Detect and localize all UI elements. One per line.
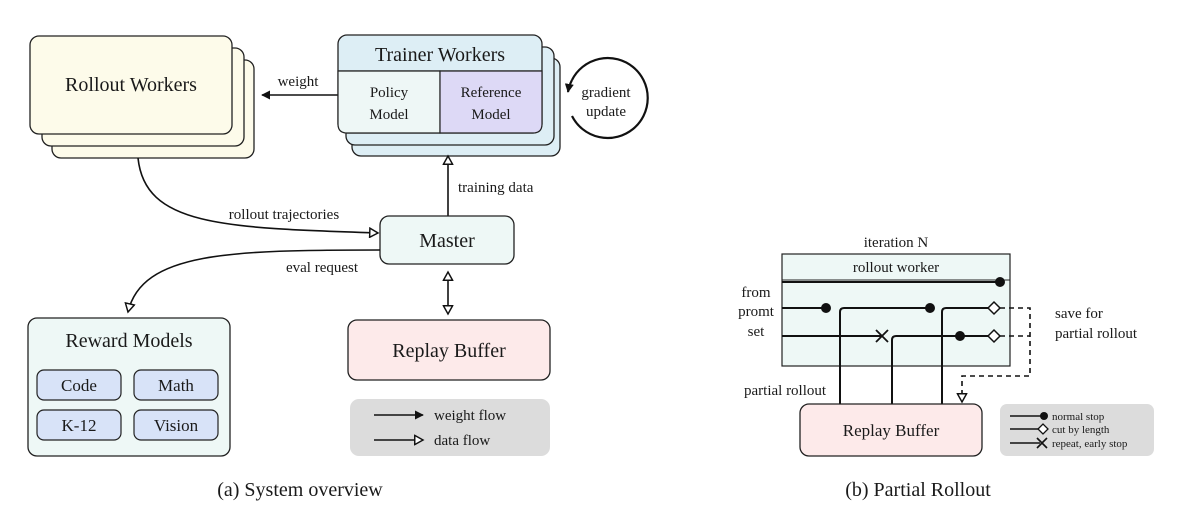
save-partial-path <box>962 307 1031 402</box>
caption-overview: (a) System overview <box>217 479 383 501</box>
rollout-worker-box <box>781 253 1011 367</box>
training-data-label: training data <box>458 180 534 196</box>
partial-rollout-label: partial rollout <box>744 383 827 399</box>
caption-partial: (b) Partial Rollout <box>845 479 991 501</box>
rollout-trajectories-arrow <box>137 157 378 233</box>
legend-data-flow: data flow <box>434 433 490 449</box>
eval-request-arrow <box>128 249 381 312</box>
trainer-workers-label: Trainer Workers <box>375 44 505 66</box>
from-prompt-label-2: promt <box>738 304 775 320</box>
overview-legend: weight flow data flow <box>350 399 550 456</box>
rollout-workers-label: Rollout Workers <box>65 74 197 96</box>
reward-models-label: Reward Models <box>65 330 192 352</box>
trainer-workers-box: Trainer Workers Policy Model Reference M… <box>337 34 561 157</box>
legend-cut-by-length: cut by length <box>1052 424 1110 436</box>
policy-model-label-1: Policy <box>370 85 409 101</box>
replay-buffer-b-box <box>799 403 983 457</box>
reward-item-code <box>36 369 122 401</box>
save-for-label-2: partial rollout <box>1055 326 1138 342</box>
policy-model-cell <box>337 70 441 134</box>
normal-stop-marker <box>955 331 965 341</box>
policy-model-label-2: Model <box>369 107 408 123</box>
gradient-label-1: gradient <box>581 85 631 101</box>
reward-models-box: Reward Models Code Math K-12 Vision <box>27 317 231 457</box>
gradient-update-arrow <box>564 79 574 93</box>
reference-model-label-1: Reference <box>461 85 522 101</box>
rollout-workers-box: Rollout Workers <box>29 35 255 159</box>
partial-legend: normal stop cut by length repeat, early … <box>1000 404 1154 456</box>
master-box <box>379 215 515 265</box>
reward-item-math <box>133 369 219 401</box>
reference-model-label-2: Model <box>471 107 510 123</box>
gradient-label-2: update <box>586 104 626 120</box>
system-overview: Rollout Workers weight Trainer Workers P… <box>27 34 649 501</box>
legend-repeat-icon <box>1036 437 1048 449</box>
eval-request-label: eval request <box>286 260 359 276</box>
repeat-stop-marker <box>875 329 889 343</box>
rollout-worker-label: rollout worker <box>853 260 939 276</box>
legend-normal-stop: normal stop <box>1052 411 1105 423</box>
trajectory-4 <box>941 307 988 404</box>
legend-normal-stop-icon <box>1040 412 1048 420</box>
replay-buffer-label: Replay Buffer <box>392 340 506 362</box>
replay-buffer-box <box>347 319 551 381</box>
svg-text:Code: Code <box>61 376 97 395</box>
weight-label: weight <box>278 74 320 90</box>
trajectory-6 <box>891 335 960 404</box>
replay-buffer-b-label: Replay Buffer <box>843 421 940 440</box>
legend-weight-flow: weight flow <box>434 408 506 424</box>
svg-text:K-12: K-12 <box>62 416 97 435</box>
reward-item-k12 <box>36 409 122 441</box>
reference-model-cell <box>439 70 543 134</box>
legend-repeat-early-stop: repeat, early stop <box>1052 438 1128 450</box>
gradient-update-loop <box>571 56 649 140</box>
from-prompt-label-3: set <box>748 324 765 340</box>
normal-stop-marker <box>821 303 831 313</box>
trajectories <box>782 281 1000 404</box>
legend-cut-icon <box>1037 423 1049 435</box>
master-label: Master <box>419 230 475 252</box>
svg-text:Vision: Vision <box>154 416 199 435</box>
reward-item-vision <box>133 409 219 441</box>
normal-stop-marker <box>925 303 935 313</box>
iteration-label: iteration N <box>864 235 929 251</box>
normal-stop-marker <box>995 277 1005 287</box>
rollout-trajectories-label: rollout trajectories <box>229 207 340 223</box>
svg-text:Math: Math <box>158 376 194 395</box>
save-for-label-1: save for <box>1055 306 1103 322</box>
partial-rollout: iteration N rollout worker from promt se… <box>738 235 1154 501</box>
trajectory-3 <box>839 307 930 404</box>
from-prompt-label-1: from <box>741 285 770 301</box>
